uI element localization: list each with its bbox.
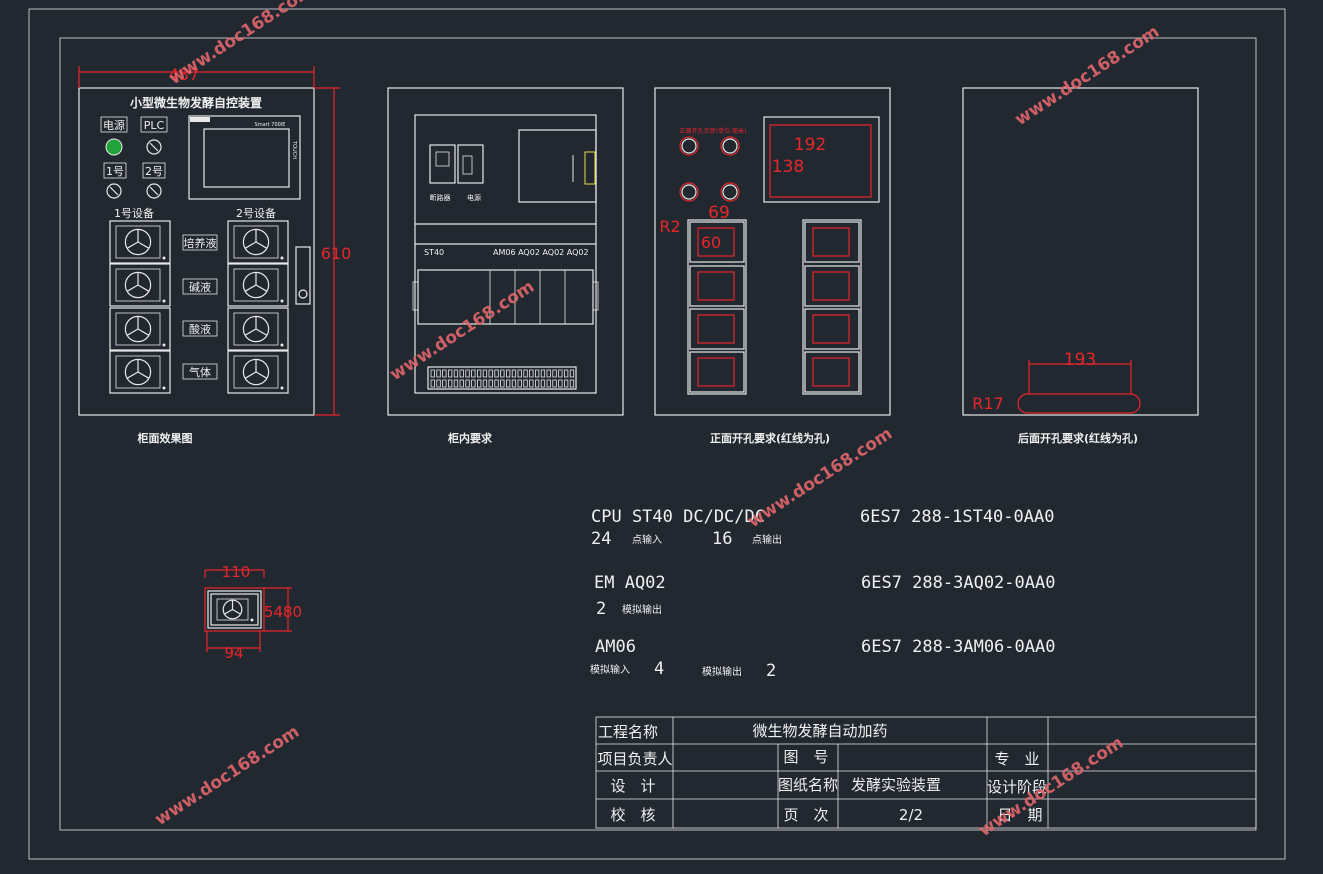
caption-cabinet-inside: 柜内要求 bbox=[447, 431, 493, 445]
spec-em-out-n: 2 bbox=[596, 599, 606, 619]
tb-page-value: 2/2 bbox=[899, 806, 923, 824]
spec-em: EM AQ02 bbox=[594, 573, 666, 593]
spec-am: AM06 bbox=[595, 637, 636, 657]
label-breaker: 断路器 bbox=[430, 193, 451, 202]
pump-icon bbox=[109, 263, 171, 307]
panel-cabinet-inside: 断路器 电源 ST40 AM06 AQ02 AQ02 AQ02 柜内要求 bbox=[387, 87, 624, 445]
watermark-1: www.doc168.com bbox=[165, 0, 317, 89]
front-holes-note: 正面开孔示意(单位:毫米) bbox=[680, 127, 747, 135]
dim-94: 94 bbox=[224, 644, 243, 662]
tb-drawing-name-value: 发酵实验装置 bbox=[851, 776, 941, 794]
spec-cpu: CPU ST40 DC/DC/DC bbox=[591, 507, 765, 527]
panel1-title: 小型微生物发酵自控装置 bbox=[130, 95, 262, 110]
label-gas: 气体 bbox=[189, 365, 211, 379]
label-alkali: 碱液 bbox=[189, 280, 211, 294]
label-dev2: 2号设备 bbox=[236, 206, 276, 220]
panel-front-holes: 正面开孔示意(单位:毫米) 192 138 69 R2 60 正面开孔要求(红线… bbox=[654, 87, 891, 445]
dim-r17: R17 bbox=[972, 394, 1003, 413]
title-block: 工程名称 微生物发酵自动加药 项目负责人 图 号 专 业 设 计 图纸名称 发酵… bbox=[595, 716, 1257, 829]
panel-cabinet-face: 小型微生物发酵自控装置 电源 PLC 1号 2号 Smart 700IE TOU… bbox=[78, 65, 352, 445]
label-supply: 电源 bbox=[467, 193, 481, 202]
spec-am-in: 模拟输入 bbox=[590, 663, 630, 676]
tb-project-label: 工程名称 bbox=[598, 723, 658, 741]
switch-no2-icon bbox=[146, 183, 162, 199]
spec-cpu-in: 点输入 bbox=[632, 533, 662, 546]
hmi-screen-icon bbox=[188, 115, 301, 200]
tb-page-label: 页 次 bbox=[783, 806, 828, 824]
hmi-brand: Smart 700IE bbox=[255, 122, 286, 128]
door-handle-icon bbox=[295, 246, 311, 305]
tb-stage-label: 设计阶段 bbox=[987, 778, 1047, 796]
label-st40: ST40 bbox=[424, 248, 444, 257]
pump-icon bbox=[227, 350, 289, 394]
label-no1: 1号 bbox=[106, 165, 124, 178]
dim-60: 60 bbox=[701, 233, 721, 252]
dim-side: 5480 bbox=[264, 603, 302, 621]
plc-selector-icon bbox=[146, 139, 162, 155]
watermark-3: www.doc168.com bbox=[386, 277, 538, 385]
dim-r2: R2 bbox=[659, 217, 680, 236]
power-indicator-icon bbox=[105, 138, 123, 156]
terminal-strip-icon bbox=[427, 366, 577, 390]
spec-em-out: 模拟输出 bbox=[622, 603, 662, 616]
tb-check-label: 校 核 bbox=[610, 806, 655, 824]
watermark-5: www.doc168.com bbox=[151, 722, 303, 830]
dim-110: 110 bbox=[222, 563, 251, 581]
tb-leader-label: 项目负责人 bbox=[597, 750, 672, 768]
pump-icon bbox=[227, 307, 289, 351]
pump-icon bbox=[210, 593, 259, 626]
dim-193: 193 bbox=[1064, 350, 1096, 370]
label-dev1: 1号设备 bbox=[114, 206, 154, 220]
panel-back-holes: 193 R17 后面开孔要求(红线为孔) bbox=[962, 87, 1199, 445]
label-culture: 培养液 bbox=[184, 236, 217, 250]
pump-icon bbox=[109, 307, 171, 351]
dim-138: 138 bbox=[772, 157, 804, 177]
label-acid: 酸液 bbox=[189, 322, 211, 336]
tb-major-label: 专 业 bbox=[994, 750, 1039, 768]
spec-cpu-code: 6ES7 288-1ST40-0AA0 bbox=[860, 507, 1054, 527]
spec-am-code: 6ES7 288-3AM06-0AA0 bbox=[861, 637, 1055, 657]
outer-frame bbox=[28, 8, 1286, 860]
tb-drawing-no-label: 图 号 bbox=[783, 748, 828, 766]
pump-icon bbox=[227, 220, 289, 264]
spec-am-in-n: 4 bbox=[654, 659, 664, 679]
tb-design-label: 设 计 bbox=[610, 777, 655, 795]
tb-drawing-name-label: 图纸名称 bbox=[778, 776, 838, 794]
spec-am-out-n: 2 bbox=[766, 661, 776, 681]
tb-date-label: 日 期 bbox=[997, 806, 1042, 824]
breaker-icon bbox=[429, 144, 456, 184]
dim-width-437: 437 bbox=[169, 65, 200, 84]
inner-frame bbox=[59, 37, 1257, 831]
label-power: 电源 bbox=[103, 118, 125, 132]
spec-cpu-out-n: 16 bbox=[712, 529, 732, 549]
pump-detail: 110 94 5480 bbox=[204, 563, 302, 662]
dim-height-610: 610 bbox=[321, 244, 352, 263]
pump-icon bbox=[227, 263, 289, 307]
power-supply-icon bbox=[457, 144, 484, 184]
label-plc: PLC bbox=[144, 119, 165, 132]
hmi-side: TOUCH bbox=[291, 140, 297, 159]
caption-front-holes: 正面开孔要求(红线为孔) bbox=[710, 431, 830, 445]
dim-192: 192 bbox=[794, 135, 826, 155]
spec-em-code: 6ES7 288-3AQ02-0AA0 bbox=[861, 573, 1055, 593]
spec-cpu-in-n: 24 bbox=[591, 529, 611, 549]
caption-back-holes: 后面开孔要求(红线为孔) bbox=[1018, 431, 1138, 445]
tb-project-value: 微生物发酵自动加药 bbox=[752, 722, 887, 740]
plc-spec-list: CPU ST40 DC/DC/DC 6ES7 288-1ST40-0AA0 24… bbox=[590, 507, 1055, 681]
switch-no1-icon bbox=[106, 183, 122, 199]
spec-am-out: 模拟输出 bbox=[702, 665, 742, 678]
caption-cabinet-face: 柜面效果图 bbox=[137, 431, 193, 445]
pump-icon bbox=[109, 350, 171, 394]
spec-cpu-out: 点输出 bbox=[752, 533, 782, 546]
label-modules: AM06 AQ02 AQ02 AQ02 bbox=[493, 248, 589, 257]
dim-69: 69 bbox=[708, 203, 730, 223]
pump-icon bbox=[109, 220, 171, 264]
back-cable-slot-icon bbox=[1017, 393, 1141, 414]
label-no2: 2号 bbox=[145, 165, 163, 178]
